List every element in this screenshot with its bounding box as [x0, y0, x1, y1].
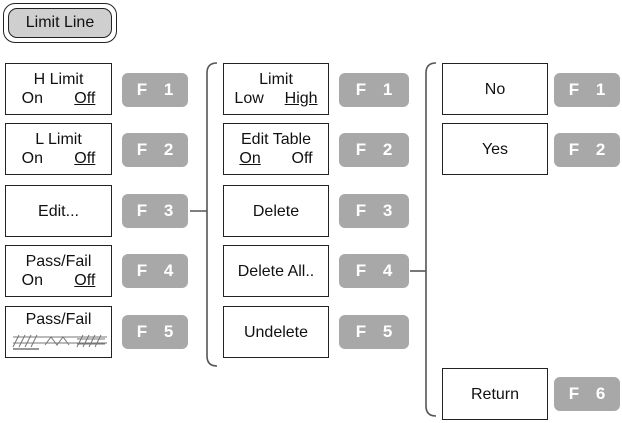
f2-key-2[interactable]: F 2 [339, 133, 409, 167]
return-softkey[interactable]: Return [442, 368, 548, 420]
delete-all-softkey[interactable]: Delete All.. [223, 245, 329, 297]
f1-key-3[interactable]: F 1 [554, 73, 620, 107]
no-label: No [484, 80, 506, 98]
yes-label: Yes [481, 140, 509, 158]
delete-softkey[interactable]: Delete [223, 185, 329, 237]
no-softkey[interactable]: No [442, 63, 548, 115]
h-limit-off: Off [74, 90, 96, 107]
f5-key[interactable]: F 5 [122, 315, 188, 349]
l-limit-softkey[interactable]: L Limit On Off [5, 123, 112, 175]
edit-softkey[interactable]: Edit... [5, 185, 112, 237]
f5-key-2[interactable]: F 5 [339, 315, 409, 349]
return-label: Return [470, 385, 520, 403]
edit-table-on: On [239, 150, 261, 167]
h-limit-label: H Limit [33, 71, 84, 88]
limit-low: Low [234, 90, 264, 107]
undelete-label: Undelete [243, 323, 309, 341]
undelete-softkey[interactable]: Undelete [223, 306, 329, 358]
f3-key[interactable]: F 3 [122, 194, 188, 228]
edit-table-softkey[interactable]: Edit Table On Off [223, 123, 329, 175]
limit-high: High [284, 90, 318, 107]
limit-line-label: Limit Line [8, 8, 112, 38]
l-limit-off: Off [74, 150, 96, 167]
l-limit-label: L Limit [35, 131, 82, 148]
delete-label: Delete [252, 202, 300, 220]
f1-key-2[interactable]: F 1 [339, 73, 409, 107]
h-limit-on: On [21, 90, 43, 107]
f1-key[interactable]: F 1 [122, 73, 188, 107]
h-limit-softkey[interactable]: H Limit On Off [5, 63, 112, 115]
limit-label: Limit [259, 71, 293, 88]
edit-label: Edit... [38, 202, 79, 220]
f3-key-2[interactable]: F 3 [339, 194, 409, 228]
f6-key[interactable]: F 6 [554, 377, 620, 411]
pass-fail-softkey[interactable]: Pass/Fail On Off [5, 245, 112, 297]
pass-fail-label: Pass/Fail [25, 253, 92, 270]
limit-low-high-softkey[interactable]: Limit Low High [223, 63, 329, 115]
waveform-pattern-icon [12, 334, 107, 350]
limit-line-title: Limit Line [3, 3, 117, 43]
f4-key[interactable]: F 4 [122, 254, 188, 288]
pass-fail-on: On [21, 272, 43, 289]
pass-fail-mode-label: Pass/Fail [25, 311, 92, 328]
edit-table-off: Off [291, 150, 313, 167]
delete-all-label: Delete All.. [237, 262, 315, 280]
l-limit-on: On [21, 150, 43, 167]
pass-fail-off: Off [74, 272, 96, 289]
pass-fail-mode-softkey[interactable]: Pass/Fail [5, 306, 112, 358]
yes-softkey[interactable]: Yes [442, 123, 548, 175]
edit-table-label: Edit Table [241, 131, 311, 148]
f2-key-3[interactable]: F 2 [554, 133, 620, 167]
f2-key[interactable]: F 2 [122, 133, 188, 167]
f4-key-2[interactable]: F 4 [339, 254, 409, 288]
